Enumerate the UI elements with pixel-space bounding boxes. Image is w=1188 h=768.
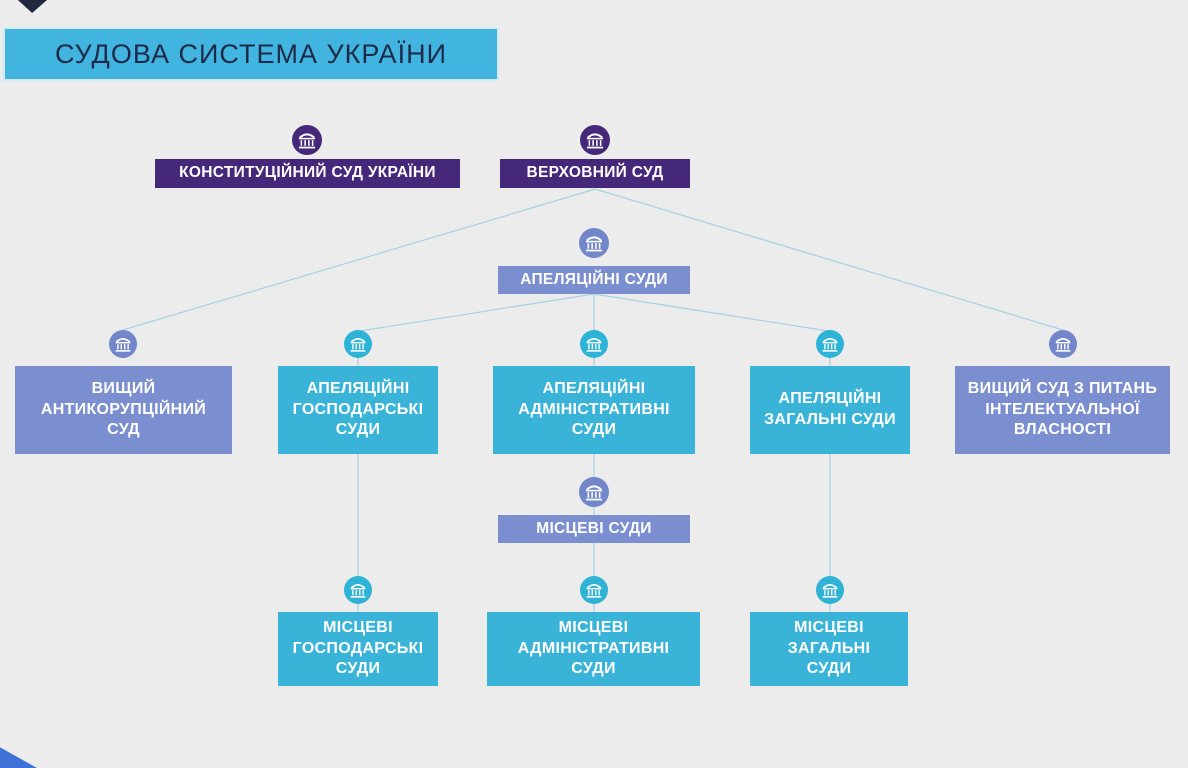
courthouse-icon bbox=[292, 125, 322, 155]
courthouse-icon bbox=[816, 576, 844, 604]
courthouse-icon bbox=[579, 477, 609, 507]
courthouse-icon bbox=[344, 330, 372, 358]
node-local-administrative-courts: МІСЦЕВІ АДМІНІСТРАТИВНІ СУДИ bbox=[487, 612, 700, 686]
courthouse-icon bbox=[580, 125, 610, 155]
node-high-intellectual-property-court: ВИЩИЙ СУД З ПИТАНЬ ІНТЕЛЕКТУАЛЬНОЇ ВЛАСН… bbox=[955, 366, 1170, 454]
page-title: СУДОВА СИСТЕМА УКРАЇНИ bbox=[5, 29, 497, 79]
courthouse-icon bbox=[1049, 330, 1077, 358]
node-appellate-commercial-courts: АПЕЛЯЦІЙНІ ГОСПОДАРСЬКІ СУДИ bbox=[278, 366, 438, 454]
node-supreme-court: ВЕРХОВНИЙ СУД bbox=[500, 159, 690, 188]
courthouse-icon bbox=[580, 576, 608, 604]
courthouse-icon bbox=[344, 576, 372, 604]
courthouse-icon bbox=[580, 330, 608, 358]
courthouse-icon bbox=[579, 228, 609, 258]
node-local-commercial-courts: МІСЦЕВІ ГОСПОДАРСЬКІ СУДИ bbox=[278, 612, 438, 686]
node-appellate-courts: АПЕЛЯЦІЙНІ СУДИ bbox=[498, 266, 690, 294]
node-appellate-general-courts: АПЕЛЯЦІЙНІ ЗАГАЛЬНІ СУДИ bbox=[750, 366, 910, 454]
node-appellate-administrative-courts: АПЕЛЯЦІЙНІ АДМІНІСТРАТИВНІ СУДИ bbox=[493, 366, 695, 454]
node-local-general-courts: МІСЦЕВІ ЗАГАЛЬНІ СУДИ bbox=[750, 612, 908, 686]
courthouse-icon bbox=[109, 330, 137, 358]
node-local-courts: МІСЦЕВІ СУДИ bbox=[498, 515, 690, 543]
node-constitutional-court: КОНСТИТУЦІЙНИЙ СУД УКРАЇНИ bbox=[155, 159, 460, 188]
node-high-anticorruption-court: ВИЩИЙ АНТИКОРУПЦІЙНИЙ СУД bbox=[15, 366, 232, 454]
courthouse-icon bbox=[816, 330, 844, 358]
